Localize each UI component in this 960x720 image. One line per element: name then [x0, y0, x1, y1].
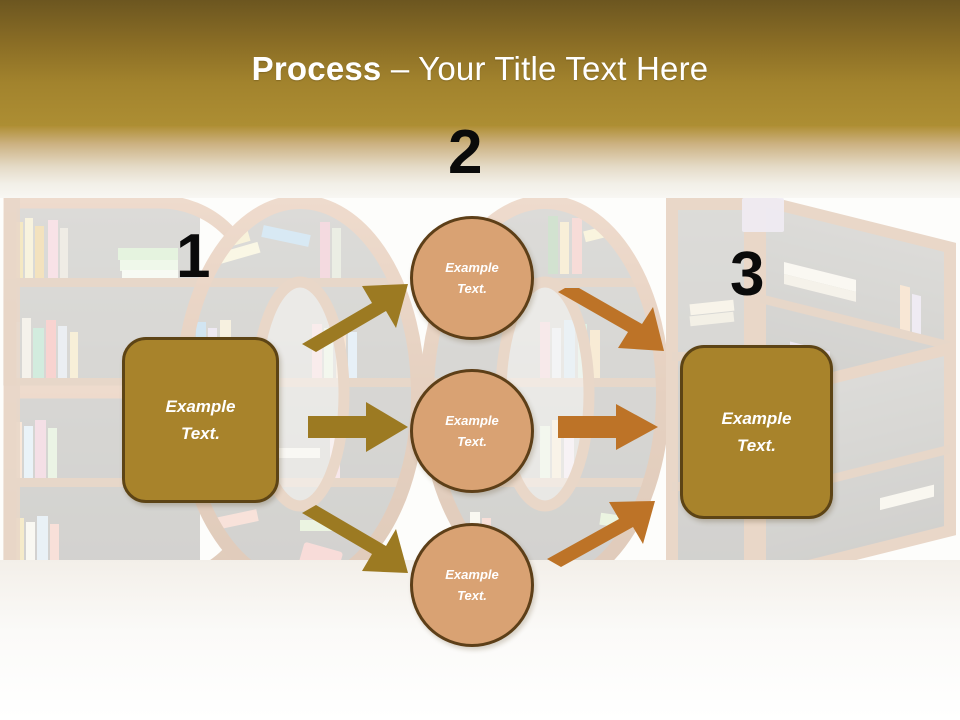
arrow-left-to-circle-3[interactable] [300, 505, 410, 583]
process-circle-2[interactable]: Example Text. [410, 369, 534, 493]
arrow-left-to-circle-2[interactable] [308, 402, 408, 452]
process-box-right-line1: Example [721, 409, 792, 428]
process-box-left[interactable]: Example Text. [122, 337, 279, 503]
process-circle-2-line2: Text. [457, 434, 487, 449]
process-box-left-line2: Text. [180, 424, 221, 443]
process-box-right-line2: Text. [736, 436, 777, 455]
arrow-circle-2-to-right[interactable] [558, 404, 658, 450]
process-circle-1-line1: Example [445, 260, 499, 275]
arrow-circle-1-to-right[interactable] [556, 288, 666, 360]
arrow-left-to-circle-1[interactable] [300, 278, 410, 356]
header-band [0, 0, 960, 126]
arrow-circle-3-to-right[interactable] [545, 495, 657, 571]
header-fade [0, 126, 960, 198]
page-title-strong: Process [251, 50, 382, 87]
step-number-1: 1 [176, 222, 211, 291]
process-circle-1[interactable]: Example Text. [410, 216, 534, 340]
process-box-right[interactable]: Example Text. [680, 345, 833, 519]
process-circle-2-line1: Example [445, 413, 499, 428]
process-box-left-line1: Example [165, 397, 236, 416]
process-circle-3-line1: Example [445, 567, 499, 582]
process-circle-1-line2: Text. [457, 281, 487, 296]
page-title: Process – Your Title Text Here [0, 50, 960, 88]
step-number-3: 3 [730, 240, 765, 309]
process-circle-3[interactable]: Example Text. [410, 523, 534, 647]
process-circle-3-line2: Text. [457, 588, 487, 603]
page-title-rest: – Your Title Text Here [381, 50, 709, 87]
step-number-2: 2 [448, 118, 483, 187]
